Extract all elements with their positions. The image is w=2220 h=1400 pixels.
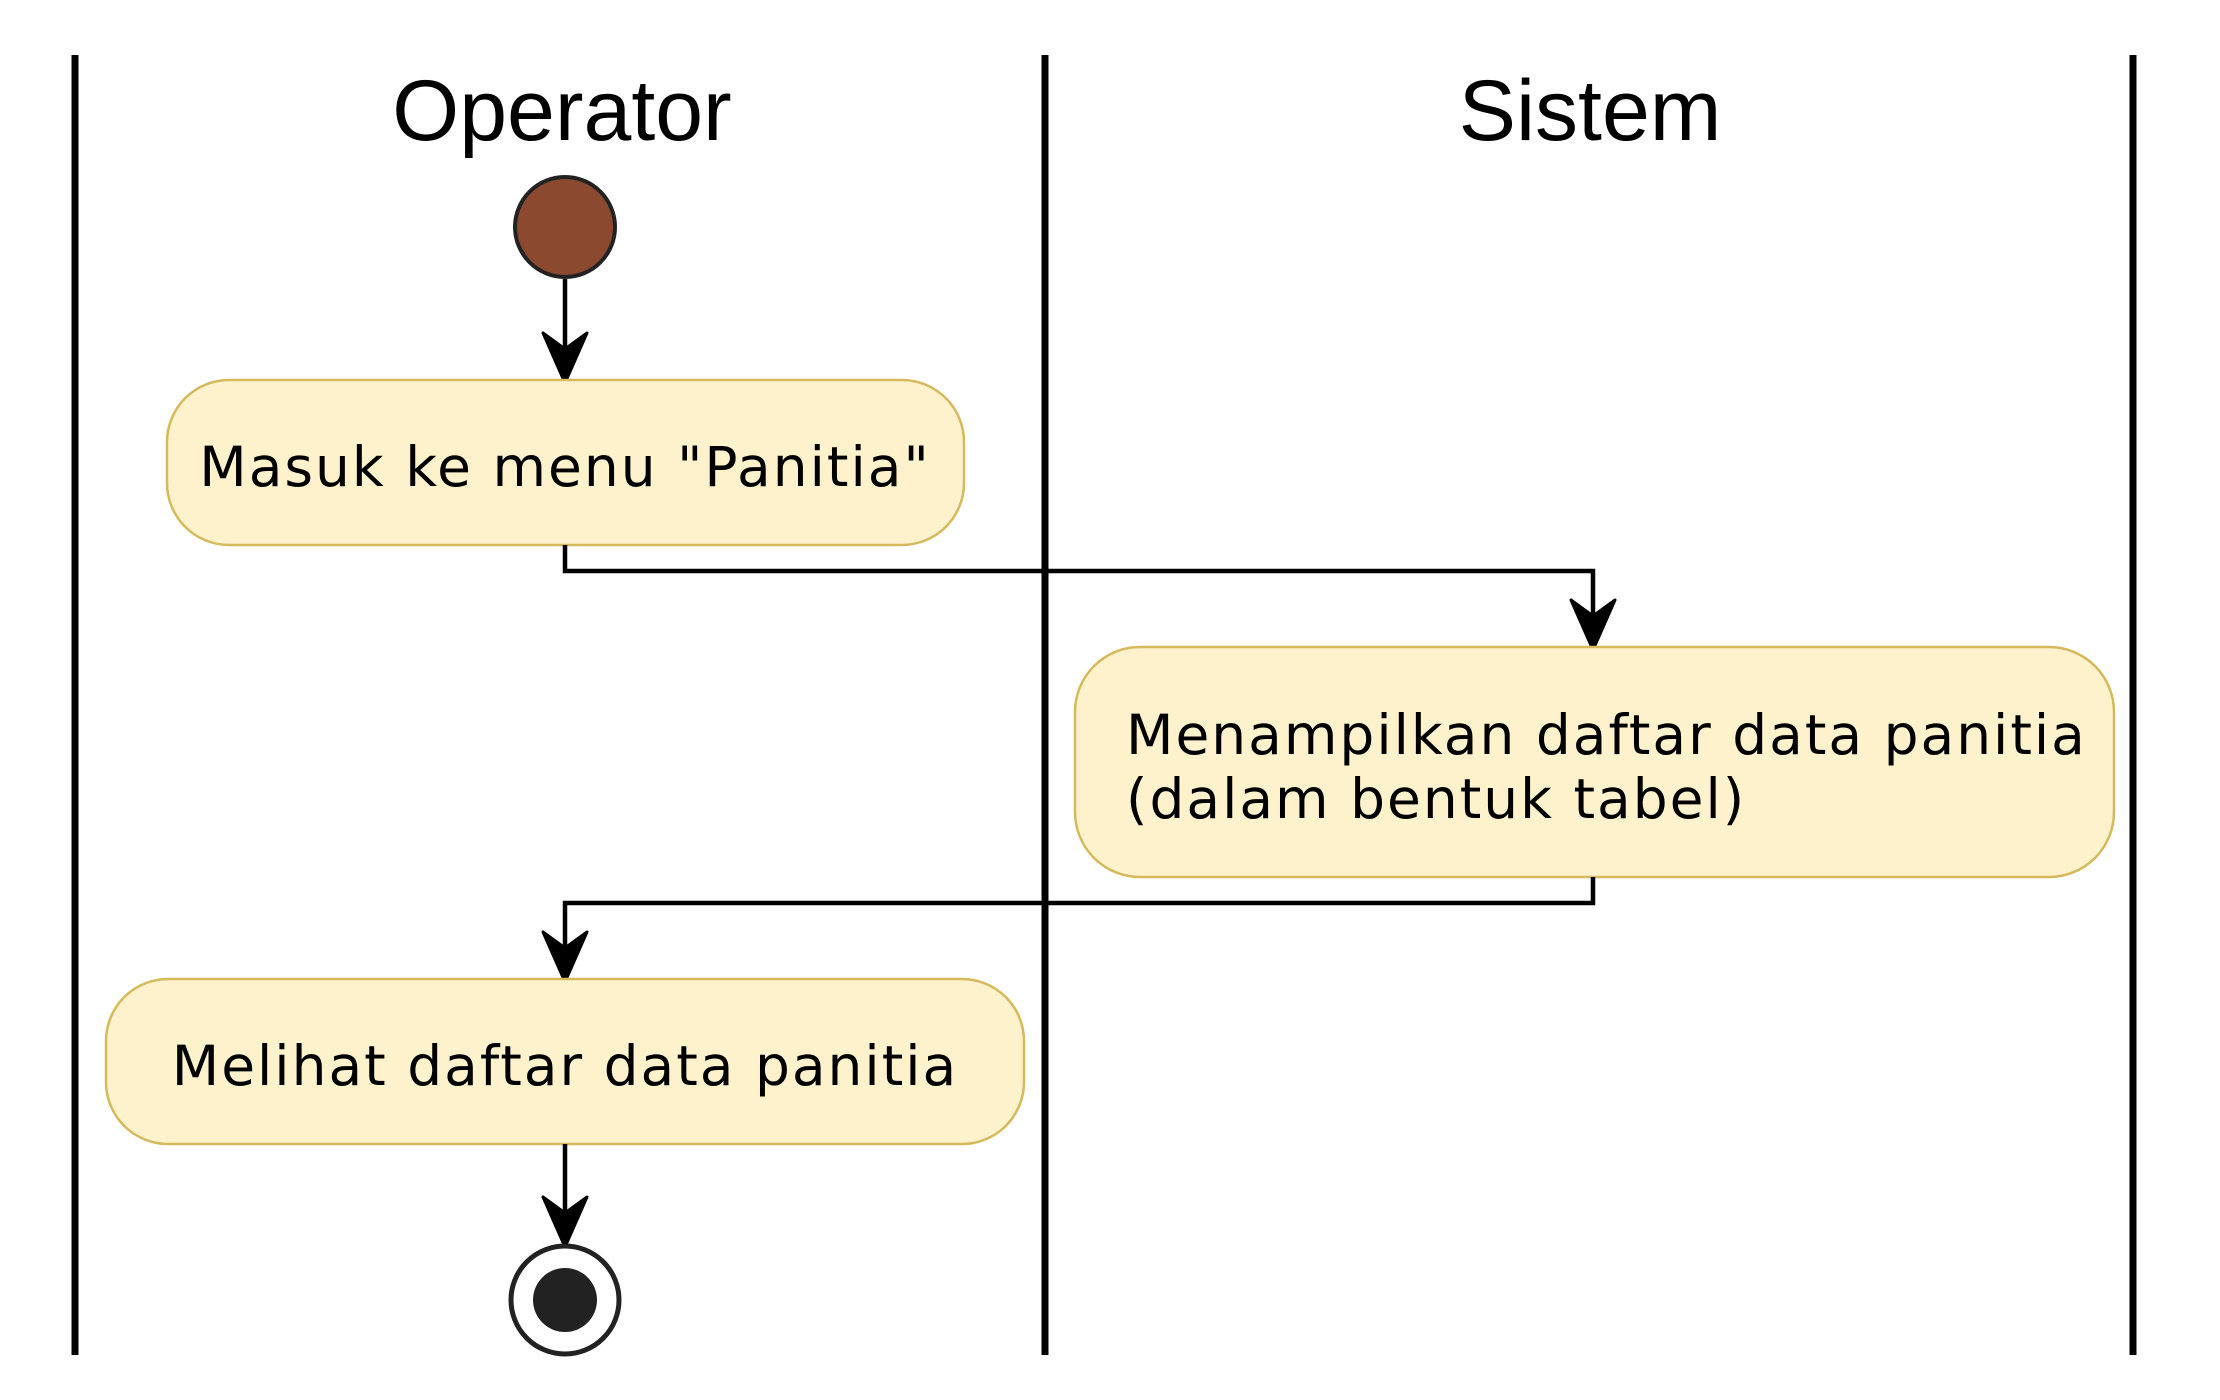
- arrowhead-end: [541, 1195, 589, 1249]
- activity-masuk-label: Masuk ke menu "Panitia": [199, 435, 931, 499]
- activity-melihat-label: Melihat daftar data panitia: [172, 1034, 959, 1098]
- flow-menampilkan-to-melihat: [562, 877, 1596, 968]
- start-node: [513, 175, 617, 279]
- lane-title-sistem: Sistem: [1459, 63, 1722, 159]
- end-node: [533, 1268, 597, 1332]
- activity-menampilkan-label-line1: Menampilkan daftar data panitia: [1126, 703, 2087, 767]
- arrowhead-melihat: [541, 930, 589, 984]
- flow-masuk-to-menampilkan: [562, 545, 1596, 636]
- arrowhead-menampilkan: [1569, 598, 1617, 652]
- arrowhead-masuk: [541, 331, 589, 385]
- activity-menampilkan-label-line2: (dalam bentuk tabel): [1126, 767, 1746, 831]
- lane-title-operator: Operator: [392, 63, 731, 159]
